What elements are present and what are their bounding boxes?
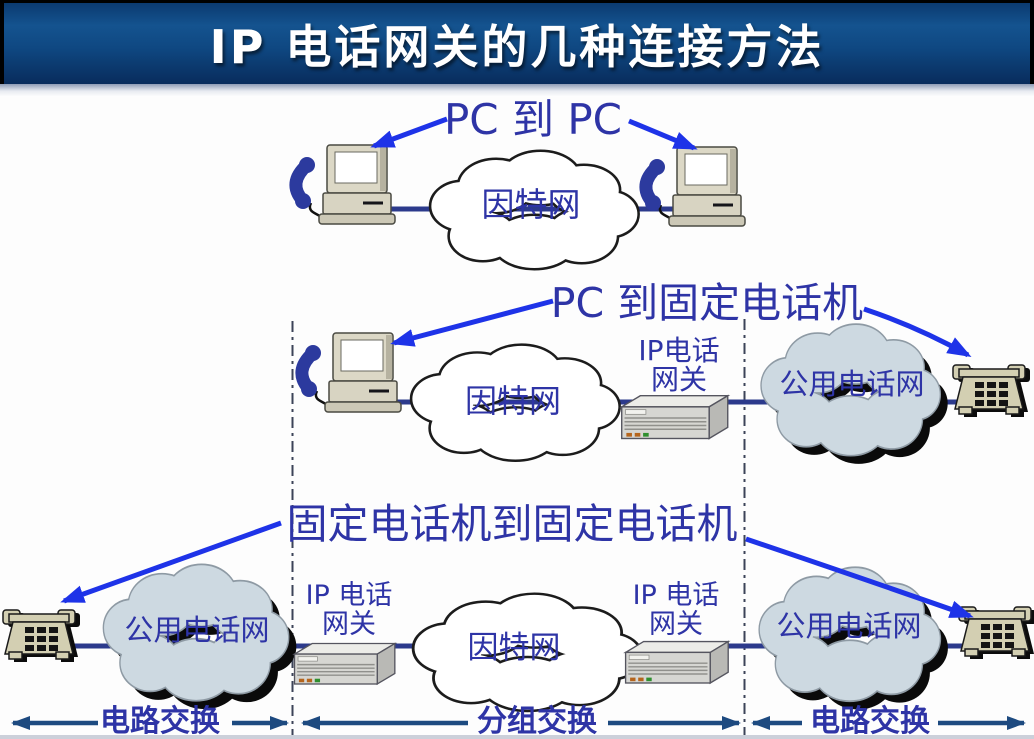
circuit-switching-label-right: 电路交换 [810,704,931,739]
internet-cloud-label: 因特网 [468,630,561,666]
circuit-switching-label-left: 电路交换 [100,704,221,739]
arrow-to-left-pc [370,116,448,149]
pc-left [295,145,395,224]
internet-cloud-label: 因特网 [482,185,581,224]
section-title: PC 到 PC [444,95,622,144]
switching-span-middle: 分组交换 [301,704,741,739]
gateway-left-label-line1: IP 电话 [306,580,393,611]
pstn-cloud-right-label: 公用电话网 [776,609,921,643]
gateway-right-label-line2: 网关 [649,609,703,640]
internet-cloud-label: 因特网 [465,382,561,420]
pc [301,333,401,412]
section-pc-to-fixed-phone: 因特网 公用电话网 IP电话 网关 PC 到固定电话机 [301,279,1031,464]
title-bar: IP 电话网关的几种连接方法 [0,0,1034,84]
telephone-left [2,609,81,663]
telephone [952,364,1031,418]
arrow-to-right-pc [628,118,698,151]
arrow-to-right-telephone [745,536,974,619]
section-title: 固定电话机到固定电话机 [287,500,738,548]
slide-title: IP 电话网关的几种连接方法 [209,19,825,74]
section-title: PC 到固定电话机 [551,279,863,327]
arrow-to-telephone [863,306,972,358]
arrow-to-left-telephone [60,520,282,604]
switching-span-right: 电路交换 [751,704,1026,739]
pc-right [645,147,745,226]
title-bar-fade [0,84,1034,97]
pstn-cloud-label: 公用电话网 [779,367,924,401]
switching-span-left: 电路交换 [11,704,289,739]
gateway-right [624,640,729,684]
gateway-label-line1: IP电话 [638,334,719,367]
pstn-cloud-left-label: 公用电话网 [124,613,269,647]
bottom-edge-strip [0,735,1034,739]
section-fixed-to-fixed: 公用电话网 因特网 公用电话网 IP 电话 网关 IP 电话 网关 固定电话机到… [2,500,1034,710]
gateway-right-label-line1: IP 电话 [633,580,720,611]
gateway-label-line2: 网关 [651,363,707,396]
gateway-left [293,642,396,685]
arrow-to-pc [390,298,554,347]
gateway [620,394,729,440]
section-pc-to-pc: 因特网 PC 到 PC [295,95,745,268]
packet-switching-label: 分组交换 [477,704,598,739]
gateway-left-label-line2: 网关 [322,609,376,640]
